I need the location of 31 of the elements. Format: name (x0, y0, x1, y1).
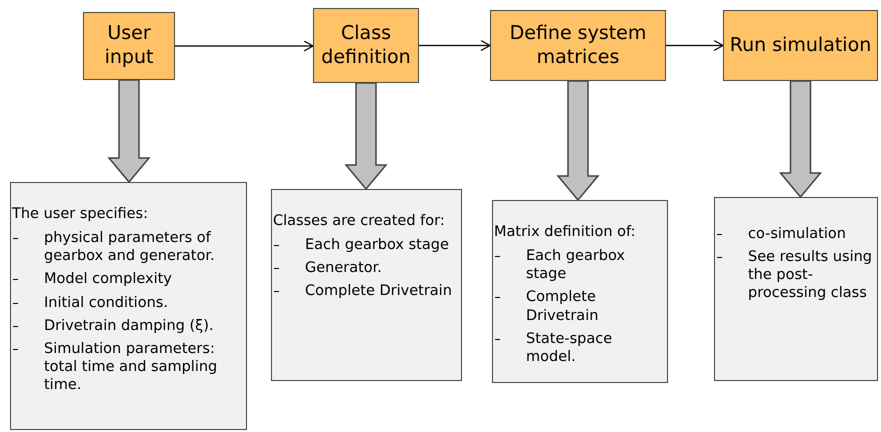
block-arrow (344, 82, 388, 190)
list-item: Complete Drivetrain (526, 288, 600, 325)
arrow (666, 40, 724, 52)
list-item: Drivetrain damping (ξ). (44, 316, 214, 335)
description-panel (714, 197, 878, 381)
list-item: Each gearbox stage (305, 236, 450, 254)
list-item: Complete Drivetrain (305, 282, 453, 300)
list-item: co-simulation (748, 225, 847, 244)
panel-heading: Classes are created for: (273, 212, 446, 230)
list-item: State-space model. (526, 330, 614, 366)
panel-heading: The user specifies: (12, 205, 149, 224)
list-item: See results using the post-processing class (748, 248, 873, 302)
list-item: physical parameters of gearbox and generator. (44, 229, 216, 266)
process-box: Class definition (313, 8, 419, 83)
list-item: Each gearbox stage (526, 247, 626, 284)
list-item: Model complexity (44, 270, 173, 288)
description-panel (10, 182, 247, 430)
block-arrow (778, 80, 822, 198)
arrow (419, 40, 491, 52)
block-arrow (556, 80, 600, 202)
arrow (175, 40, 314, 52)
list-item: Simulation parameters: total time and sampling time. (44, 340, 218, 394)
process-box: Define system matrices (490, 10, 666, 81)
process-box: User input (83, 12, 175, 80)
panel-heading: Matrix definition of: (494, 223, 636, 242)
description-panel (492, 200, 668, 383)
list-item: Initial conditions. (44, 294, 169, 312)
process-box: Run simulation (723, 10, 878, 81)
block-arrow (107, 79, 151, 184)
description-panel (271, 189, 462, 381)
list-item: Generator. (305, 259, 383, 278)
